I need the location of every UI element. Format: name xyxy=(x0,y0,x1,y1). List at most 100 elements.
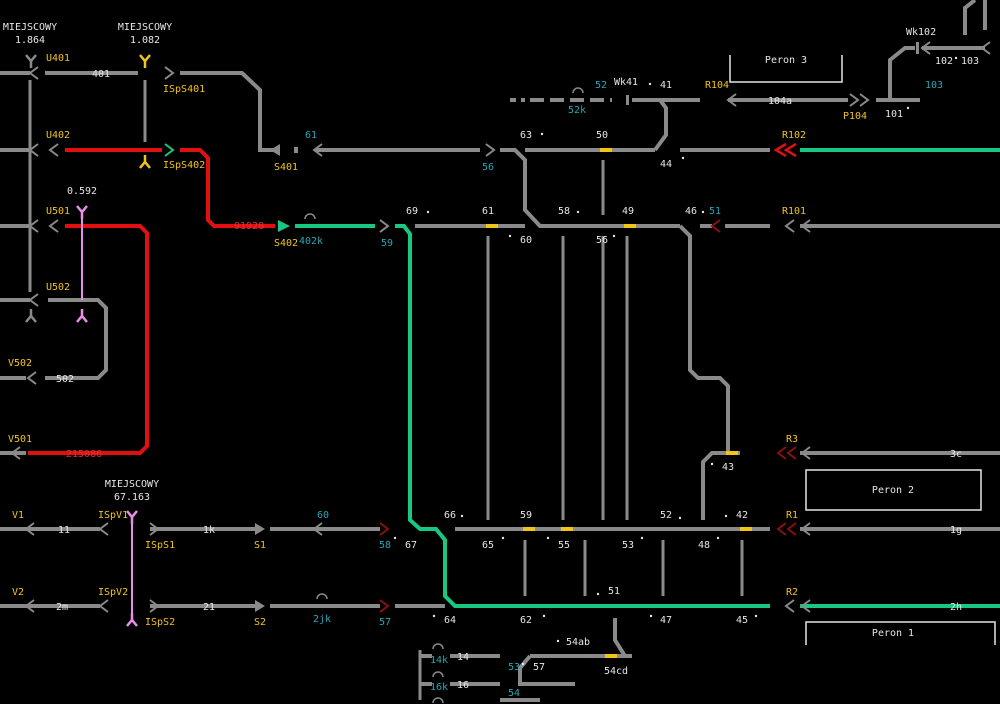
signal-label: ISpV1 xyxy=(98,510,128,521)
signal-head[interactable] xyxy=(312,522,323,536)
signal-head[interactable] xyxy=(800,446,811,460)
signal-head[interactable] xyxy=(800,599,811,613)
signal-label: ISpS2 xyxy=(145,617,175,628)
signal-head[interactable] xyxy=(48,219,59,233)
signal-S1-head[interactable] xyxy=(255,523,265,535)
signal-ISpS2-head[interactable] xyxy=(149,599,160,613)
signal-ISpS401-head[interactable] xyxy=(164,66,175,80)
signal-ISpS1-head[interactable] xyxy=(149,522,160,536)
track-label: 2h xyxy=(950,602,962,613)
switch-number: 65 xyxy=(482,540,494,551)
derailer-icon xyxy=(432,671,444,678)
derailer-icon xyxy=(572,87,584,94)
signal-label: ISpS401 xyxy=(163,84,205,95)
signal-head[interactable] xyxy=(379,219,390,233)
signal-V1-head[interactable] xyxy=(24,522,35,536)
signal-head[interactable] xyxy=(859,93,870,107)
signal-head[interactable] xyxy=(485,143,496,157)
switch-curve-46[interactable] xyxy=(678,224,740,455)
signal-R2-head[interactable] xyxy=(784,599,795,613)
signal-ISpV1-head[interactable] xyxy=(98,522,109,536)
signal-V2-head[interactable] xyxy=(24,599,35,613)
signal-U402-head[interactable] xyxy=(28,143,39,157)
signal-head[interactable] xyxy=(800,522,811,536)
signal-U401-head[interactable] xyxy=(28,66,39,80)
signal-head[interactable] xyxy=(980,41,991,55)
train-number: 91928 xyxy=(234,221,264,232)
track-label: 502 xyxy=(56,374,74,385)
occupied-91928[interactable] xyxy=(180,148,275,228)
platform-3: Peron 3 xyxy=(729,55,843,83)
signal-S2-head[interactable] xyxy=(255,600,265,612)
signal-head[interactable] xyxy=(48,143,59,157)
track-label: Wk102 xyxy=(906,27,936,38)
y-symbol-icon[interactable] xyxy=(139,54,151,63)
signal-R1-head-2[interactable] xyxy=(786,522,797,536)
signal-R102-head-2[interactable] xyxy=(783,142,797,158)
switch-numbers: 41 63 50 44 69 61 60 58 49 56 46 43 66 5… xyxy=(405,80,748,673)
track-label: 54cd xyxy=(604,666,628,677)
switch-number: 52 xyxy=(660,510,672,521)
signal-58-head[interactable] xyxy=(379,522,390,536)
track-label: 2m xyxy=(56,602,68,613)
y-symbol-icon[interactable] xyxy=(126,510,138,519)
occupied-215086[interactable] xyxy=(28,224,149,455)
track-502[interactable] xyxy=(45,298,108,380)
signal-P104-head[interactable] xyxy=(849,93,860,107)
signal-label: S401 xyxy=(274,162,298,173)
local-control-value: 1.864 xyxy=(15,35,45,46)
track-labels: 401 502 11 1k 2m 21 104a 101 102 103 3c … xyxy=(56,27,979,691)
y-symbol-icon xyxy=(25,314,37,323)
y-symbol-icon[interactable] xyxy=(126,618,138,627)
track-id: 59 xyxy=(381,238,393,249)
switch-curve[interactable] xyxy=(888,46,915,100)
y-symbol-icon[interactable] xyxy=(76,205,88,214)
platform-2[interactable]: Peron 2 xyxy=(805,469,982,511)
signal-R102-head[interactable] xyxy=(773,142,787,158)
signal-label: S402 xyxy=(274,238,298,249)
signal-head[interactable] xyxy=(312,143,323,157)
signal-V501-head[interactable] xyxy=(10,446,21,460)
switch-number: 41 xyxy=(660,80,672,91)
track-label: 14 xyxy=(457,652,469,663)
track-401-approach[interactable] xyxy=(180,71,280,152)
signal-R101-head[interactable] xyxy=(784,219,795,233)
switch-number: 49 xyxy=(622,206,634,217)
signal-ISpV2-head[interactable] xyxy=(98,599,109,613)
track-id: 61 xyxy=(305,130,317,141)
track-id: 52k xyxy=(568,105,586,116)
signal-R3-head-2[interactable] xyxy=(786,446,797,460)
signal-S402-head[interactable] xyxy=(278,220,290,232)
signal-57-head[interactable] xyxy=(379,599,390,613)
switch-curve[interactable] xyxy=(500,148,560,228)
y-symbol-icon[interactable] xyxy=(139,160,151,169)
signal-S401-head[interactable] xyxy=(270,144,280,156)
track-label: 11 xyxy=(58,525,70,536)
signal-R104-head[interactable] xyxy=(726,93,737,107)
route-59-64[interactable] xyxy=(395,224,770,608)
signal-label: U502 xyxy=(46,282,70,293)
switch-curve[interactable] xyxy=(963,0,977,35)
signal-46-head[interactable] xyxy=(710,219,721,233)
local-control-title: MIEJSCOWY xyxy=(118,22,172,33)
signal-ISpS402-head[interactable] xyxy=(164,143,175,157)
switch-curve[interactable] xyxy=(613,618,632,658)
track-joint xyxy=(294,147,298,153)
indicator-value: 0.592 xyxy=(67,186,97,197)
signal-R1-head[interactable] xyxy=(776,522,787,536)
track-id: 53 xyxy=(508,662,520,673)
track-label: Wk41 xyxy=(614,77,638,88)
switch-number: 51 xyxy=(608,586,620,597)
signal-label: V502 xyxy=(8,358,32,369)
signal-U502-head[interactable] xyxy=(28,293,39,307)
signal-R3-head[interactable] xyxy=(776,446,787,460)
switch-curve[interactable] xyxy=(518,654,575,686)
signal-V502-head[interactable] xyxy=(26,371,37,385)
signal-U501-head[interactable] xyxy=(28,219,39,233)
signal-head[interactable] xyxy=(800,219,811,233)
switch-curve[interactable] xyxy=(653,98,668,152)
track-id: 51 xyxy=(709,206,721,217)
signal-label: R2 xyxy=(786,587,798,598)
signal-head[interactable] xyxy=(920,41,931,55)
y-symbol-icon[interactable] xyxy=(76,314,88,323)
